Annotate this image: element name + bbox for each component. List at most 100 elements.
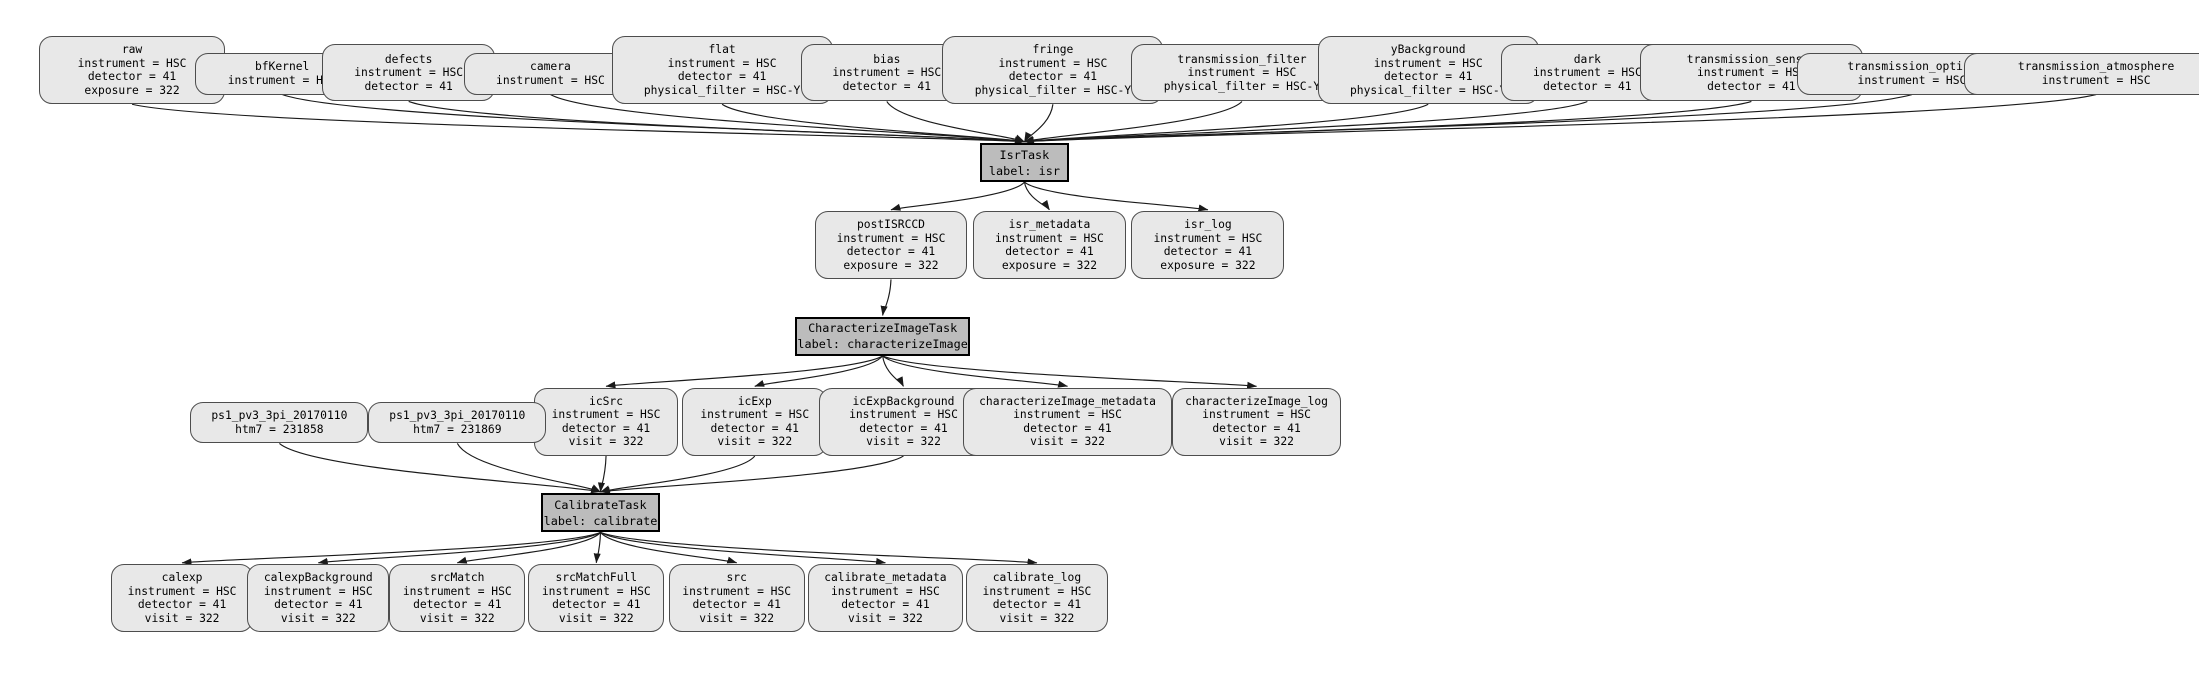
node-attribute: instrument = HSC <box>77 56 187 70</box>
edge-CharacterizeImageTask-to-icExpBackground <box>882 355 905 387</box>
node-attribute: visit = 322 <box>558 611 634 625</box>
node-title: bias <box>873 52 901 66</box>
edge-transmission_filter-to-IsrTask <box>1023 101 1243 143</box>
node-attribute: visit = 322 <box>280 611 356 625</box>
edge-IsrTask-to-postISRCCD <box>890 181 1025 211</box>
edge-CalibrateTask-to-calibrate_metadata <box>600 531 886 565</box>
edge-postISRCCD-to-CharacterizeImageTask <box>880 279 892 316</box>
edge-CharacterizeImageTask-to-icSrc <box>605 355 883 389</box>
edge-CalibrateTask-to-src <box>600 531 738 564</box>
node-attribute: detector = 41 <box>137 598 227 612</box>
node-attribute: instrument = HSC <box>1013 408 1122 422</box>
node-title: srcMatch <box>430 571 485 585</box>
graph-edges <box>131 93 2097 566</box>
node-attribute: instrument = HSC <box>1187 66 1297 80</box>
node-attribute: instrument = HSC <box>682 584 792 598</box>
node-attribute: visit = 322 <box>568 435 644 449</box>
node-title: ps1_pv3_3pi_20170110 <box>389 408 526 422</box>
node-attribute: detector = 41 <box>1163 245 1253 259</box>
node-title: icExp <box>737 394 772 408</box>
node-title: camera <box>530 60 571 74</box>
node-attribute: exposure = 322 <box>1001 258 1098 272</box>
edge-raw-to-IsrTask <box>131 103 1025 145</box>
node-attribute: detector = 41 <box>1023 421 1112 435</box>
node-attribute: instrument = HSC <box>849 408 958 422</box>
edge-yBackground-to-IsrTask <box>1023 103 1429 144</box>
edge-IsrTask-to-isr_log <box>1024 181 1209 212</box>
edge-IsrTask-to-isr_metadata <box>1023 181 1050 211</box>
node-attribute: visit = 322 <box>999 611 1075 625</box>
node-title: postISRCCD <box>856 218 925 232</box>
node-attribute: detector = 41 <box>364 79 453 93</box>
node-title: transmission_filter <box>1177 52 1307 66</box>
node-attribute: visit = 322 <box>699 611 775 625</box>
node-title: srcMatchFull <box>555 571 638 585</box>
node-attribute: physical_filter = HSC-Y <box>974 83 1132 97</box>
node-attribute: detector = 41 <box>1384 70 1473 84</box>
node-attribute: instrument = HSC <box>541 584 651 598</box>
node-title: characterizeImage_metadata <box>979 394 1156 408</box>
node-attribute: detector = 41 <box>561 421 651 435</box>
node-attribute: instrument = HSC <box>1153 231 1263 245</box>
node-attribute: instrument = HSC <box>700 408 810 422</box>
edge-CalibrateTask-to-calibrate_log <box>600 531 1038 566</box>
node-attribute: label: isr <box>988 163 1060 178</box>
edge-CharacterizeImageTask-to-icExp <box>754 355 884 387</box>
node-attribute: detector = 41 <box>1212 421 1301 435</box>
node-title: characterizeImage_log <box>1185 394 1328 408</box>
node-title: calexpBackground <box>263 571 373 585</box>
edge-CharacterizeImageTask-to-characterizeImage_metadata <box>882 355 1068 388</box>
node-attribute: visit = 322 <box>866 435 941 449</box>
node-attribute: instrument = HSC <box>982 584 1092 598</box>
node-attribute: detector = 41 <box>710 421 799 435</box>
edge-dark-to-IsrTask <box>1023 100 1588 145</box>
edge-icExp-to-CalibrateTask <box>600 455 756 493</box>
node-attribute: instrument = HSC <box>354 66 464 80</box>
node-attribute: visit = 322 <box>1219 435 1294 449</box>
node-attribute: exposure = 322 <box>1160 258 1256 272</box>
node-title: IsrTask <box>999 147 1050 162</box>
node-attribute: detector = 41 <box>677 70 767 84</box>
edge-icExpBackground-to-CalibrateTask <box>600 455 904 494</box>
node-attribute: instrument = HSC <box>402 584 512 598</box>
node-attribute: instrument = HSC <box>127 584 237 598</box>
node-title: calibrate_log <box>992 571 1082 585</box>
node-attribute: detector = 41 <box>1707 79 1796 93</box>
node-attribute: instrument = HSC <box>832 66 942 80</box>
node-attribute: instrument = HSC <box>1696 66 1806 80</box>
node-attribute: detector = 41 <box>413 598 502 612</box>
node-attribute: instrument = HSC <box>995 231 1104 245</box>
node-attribute: physical_filter = HSC-Y <box>643 83 801 97</box>
node-attribute: detector = 41 <box>992 598 1082 612</box>
node-title: src <box>726 571 747 585</box>
node-title: yBackground <box>1390 42 1466 56</box>
node-attribute: detector = 41 <box>274 598 363 612</box>
node-attribute: htm7 = 231858 <box>235 422 324 436</box>
